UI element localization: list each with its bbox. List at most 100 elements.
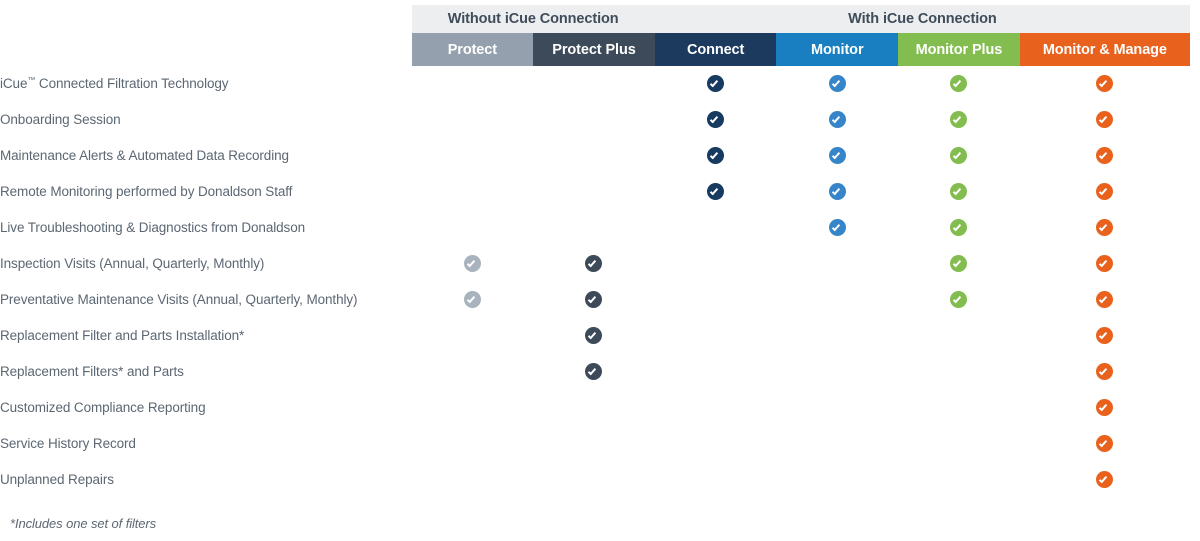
- cell-protect_plus: [533, 66, 655, 102]
- cell-connect: [654, 246, 777, 282]
- cell-monitor_manage: [1019, 246, 1190, 282]
- column-header-protect_plus[interactable]: Protect Plus: [533, 33, 655, 66]
- cell-monitor_plus: [898, 462, 1020, 498]
- cell-connect: [654, 66, 777, 102]
- table-row: Preventative Maintenance Visits (Annual,…: [0, 282, 1190, 318]
- cell-connect: [654, 390, 777, 426]
- feature-label: Inspection Visits (Annual, Quarterly, Mo…: [0, 246, 412, 282]
- check-circle-icon: [1096, 183, 1114, 201]
- check-circle-icon: [707, 183, 725, 201]
- cell-protect: [411, 462, 534, 498]
- cell-protect_plus: [533, 282, 655, 318]
- cell-protect: [411, 354, 534, 390]
- cell-monitor: [776, 318, 899, 354]
- cell-protect_plus: [533, 102, 655, 138]
- column-header-monitor_manage[interactable]: Monitor & Manage: [1019, 33, 1190, 66]
- cell-connect: [654, 210, 777, 246]
- cell-monitor_plus: [898, 210, 1020, 246]
- cell-monitor_manage: [1019, 174, 1190, 210]
- check-circle-icon: [950, 183, 968, 201]
- cell-monitor_plus: [898, 174, 1020, 210]
- check-circle-icon: [828, 183, 846, 201]
- cell-protect_plus: [533, 174, 655, 210]
- cell-protect_plus: [533, 246, 655, 282]
- check-circle-icon: [463, 291, 481, 309]
- table-row: Unplanned Repairs: [0, 462, 1190, 498]
- feature-label: Onboarding Session: [0, 102, 412, 138]
- cell-monitor_manage: [1019, 462, 1190, 498]
- check-circle-icon: [1096, 291, 1114, 309]
- cell-monitor_plus: [898, 66, 1020, 102]
- check-circle-icon: [707, 147, 725, 165]
- check-circle-icon: [1096, 435, 1114, 453]
- check-circle-icon: [950, 147, 968, 165]
- cell-monitor: [776, 282, 899, 318]
- check-circle-icon: [707, 111, 725, 129]
- column-header-monitor[interactable]: Monitor: [776, 33, 899, 66]
- feature-label: Service History Record: [0, 426, 412, 462]
- column-header-protect[interactable]: Protect: [411, 33, 534, 66]
- cell-protect_plus: [533, 210, 655, 246]
- table-row: Onboarding Session: [0, 102, 1190, 138]
- column-header-monitor_plus[interactable]: Monitor Plus: [898, 33, 1020, 66]
- table-row: Remote Monitoring performed by Donaldson…: [0, 174, 1190, 210]
- cell-monitor: [776, 210, 899, 246]
- check-circle-icon: [1096, 75, 1114, 93]
- column-header-connect[interactable]: Connect: [654, 33, 777, 66]
- cell-monitor_manage: [1019, 390, 1190, 426]
- feature-label: Live Troubleshooting & Diagnostics from …: [0, 210, 412, 246]
- cell-monitor_plus: [898, 102, 1020, 138]
- cell-monitor_plus: [898, 282, 1020, 318]
- check-circle-icon: [1096, 219, 1114, 237]
- check-circle-icon: [828, 219, 846, 237]
- cell-protect: [411, 426, 534, 462]
- cell-monitor_manage: [1019, 354, 1190, 390]
- cell-protect: [411, 174, 534, 210]
- cell-connect: [654, 318, 777, 354]
- check-circle-icon: [585, 291, 603, 309]
- cell-protect: [411, 282, 534, 318]
- cell-monitor: [776, 174, 899, 210]
- table-row: Replacement Filter and Parts Installatio…: [0, 318, 1190, 354]
- check-circle-icon: [950, 291, 968, 309]
- cell-monitor: [776, 66, 899, 102]
- cell-monitor_manage: [1019, 66, 1190, 102]
- feature-label: Customized Compliance Reporting: [0, 390, 412, 426]
- cell-monitor_plus: [898, 246, 1020, 282]
- cell-connect: [654, 462, 777, 498]
- check-circle-icon: [1096, 147, 1114, 165]
- table-row: Replacement Filters* and Parts: [0, 354, 1190, 390]
- cell-protect: [411, 390, 534, 426]
- check-circle-icon: [1096, 471, 1114, 489]
- cell-protect: [411, 210, 534, 246]
- cell-connect: [654, 426, 777, 462]
- cell-monitor_manage: [1019, 426, 1190, 462]
- cell-monitor_manage: [1019, 138, 1190, 174]
- check-circle-icon: [828, 75, 846, 93]
- feature-label: Maintenance Alerts & Automated Data Reco…: [0, 138, 412, 174]
- table-row: Maintenance Alerts & Automated Data Reco…: [0, 138, 1190, 174]
- cell-protect_plus: [533, 138, 655, 174]
- check-circle-icon: [463, 255, 481, 273]
- cell-monitor: [776, 390, 899, 426]
- cell-protect_plus: [533, 462, 655, 498]
- cell-protect_plus: [533, 426, 655, 462]
- cell-protect: [411, 138, 534, 174]
- group-header-with_icue: With iCue Connection: [654, 5, 1190, 33]
- cell-connect: [654, 102, 777, 138]
- check-circle-icon: [828, 147, 846, 165]
- cell-protect: [411, 102, 534, 138]
- cell-monitor_manage: [1019, 210, 1190, 246]
- check-circle-icon: [1096, 327, 1114, 345]
- cell-monitor: [776, 138, 899, 174]
- feature-label: Unplanned Repairs: [0, 462, 412, 498]
- cell-connect: [654, 282, 777, 318]
- cell-monitor: [776, 246, 899, 282]
- cell-protect: [411, 318, 534, 354]
- feature-label: Preventative Maintenance Visits (Annual,…: [0, 282, 412, 318]
- group-header-without_icue: Without iCue Connection: [411, 5, 655, 33]
